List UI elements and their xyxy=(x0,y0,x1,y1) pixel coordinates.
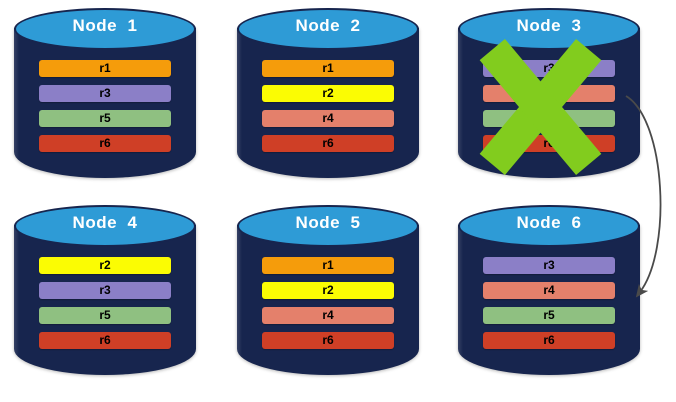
node-6-record-r6[interactable]: r6 xyxy=(483,332,615,349)
node-5-cylinder-top xyxy=(237,205,419,247)
node-5-cylinder-body xyxy=(237,225,419,375)
node-4-record-r3[interactable]: r3 xyxy=(39,282,171,299)
node-5[interactable]: Node 5 r1 r2 r4 r6 xyxy=(237,205,419,387)
node-1-cylinder-top xyxy=(14,8,196,50)
node-1-record-r6[interactable]: r6 xyxy=(39,135,171,152)
node-3-record-r6[interactable]: r6 xyxy=(483,135,615,152)
node-1-records: r1 r3 r5 r6 xyxy=(39,60,171,152)
node-2-record-r2[interactable]: r2 xyxy=(262,85,394,102)
node-6-records: r3 r4 r5 r6 xyxy=(483,257,615,349)
node-6-title: Node 6 xyxy=(516,213,582,232)
node-3-record-r5[interactable]: r5 xyxy=(483,110,615,127)
node-4-records: r2 r3 r5 r6 xyxy=(39,257,171,349)
node-2-record-r4[interactable]: r4 xyxy=(262,110,394,127)
node-1-record-r3[interactable]: r3 xyxy=(39,85,171,102)
node-6-record-r5[interactable]: r5 xyxy=(483,307,615,324)
node-1-cylinder-body xyxy=(14,28,196,178)
node-4-cylinder-body xyxy=(14,225,196,375)
node-2[interactable]: Node 2 r1 r2 r4 r6 xyxy=(237,8,419,190)
node-6-cylinder-body xyxy=(458,225,640,375)
node-2-cylinder-body xyxy=(237,28,419,178)
node-1[interactable]: Node 1 r1 r3 r5 r6 xyxy=(14,8,196,190)
node-6-record-r4[interactable]: r4 xyxy=(483,282,615,299)
node-5-records: r1 r2 r4 r6 xyxy=(262,257,394,349)
node-4[interactable]: Node 4 r2 r3 r5 r6 xyxy=(14,205,196,387)
node-3-title: Node 3 xyxy=(516,16,582,35)
node-5-title: Node 5 xyxy=(295,213,361,232)
node-2-record-r6[interactable]: r6 xyxy=(262,135,394,152)
node-5-record-r1[interactable]: r1 xyxy=(262,257,394,274)
node-1-record-r5[interactable]: r5 xyxy=(39,110,171,127)
node-5-record-r4[interactable]: r4 xyxy=(262,307,394,324)
node-5-record-r2[interactable]: r2 xyxy=(262,282,394,299)
node-6-cylinder-top xyxy=(458,205,640,247)
node-4-record-r2[interactable]: r2 xyxy=(39,257,171,274)
node-2-cylinder-top xyxy=(237,8,419,50)
node-4-record-r5[interactable]: r5 xyxy=(39,307,171,324)
node-3[interactable]: Node 3 r3 r4 r5 r6 xyxy=(458,8,640,190)
node-6[interactable]: Node 6 r3 r4 r5 r6 xyxy=(458,205,640,387)
node-2-records: r1 r2 r4 r6 xyxy=(262,60,394,152)
node-2-record-r1[interactable]: r1 xyxy=(262,60,394,77)
node-1-title: Node 1 xyxy=(72,16,138,35)
node-1-record-r1[interactable]: r1 xyxy=(39,60,171,77)
node-4-cylinder-top xyxy=(14,205,196,247)
node-2-title: Node 2 xyxy=(295,16,361,35)
node-6-record-r3[interactable]: r3 xyxy=(483,257,615,274)
node-5-record-r6[interactable]: r6 xyxy=(262,332,394,349)
node-4-record-r6[interactable]: r6 xyxy=(39,332,171,349)
node-3-records: r3 r4 r5 r6 xyxy=(483,60,615,152)
node-4-title: Node 4 xyxy=(72,213,138,232)
node-3-record-r3[interactable]: r3 xyxy=(483,60,615,77)
node-3-record-r4[interactable]: r4 xyxy=(483,85,615,102)
